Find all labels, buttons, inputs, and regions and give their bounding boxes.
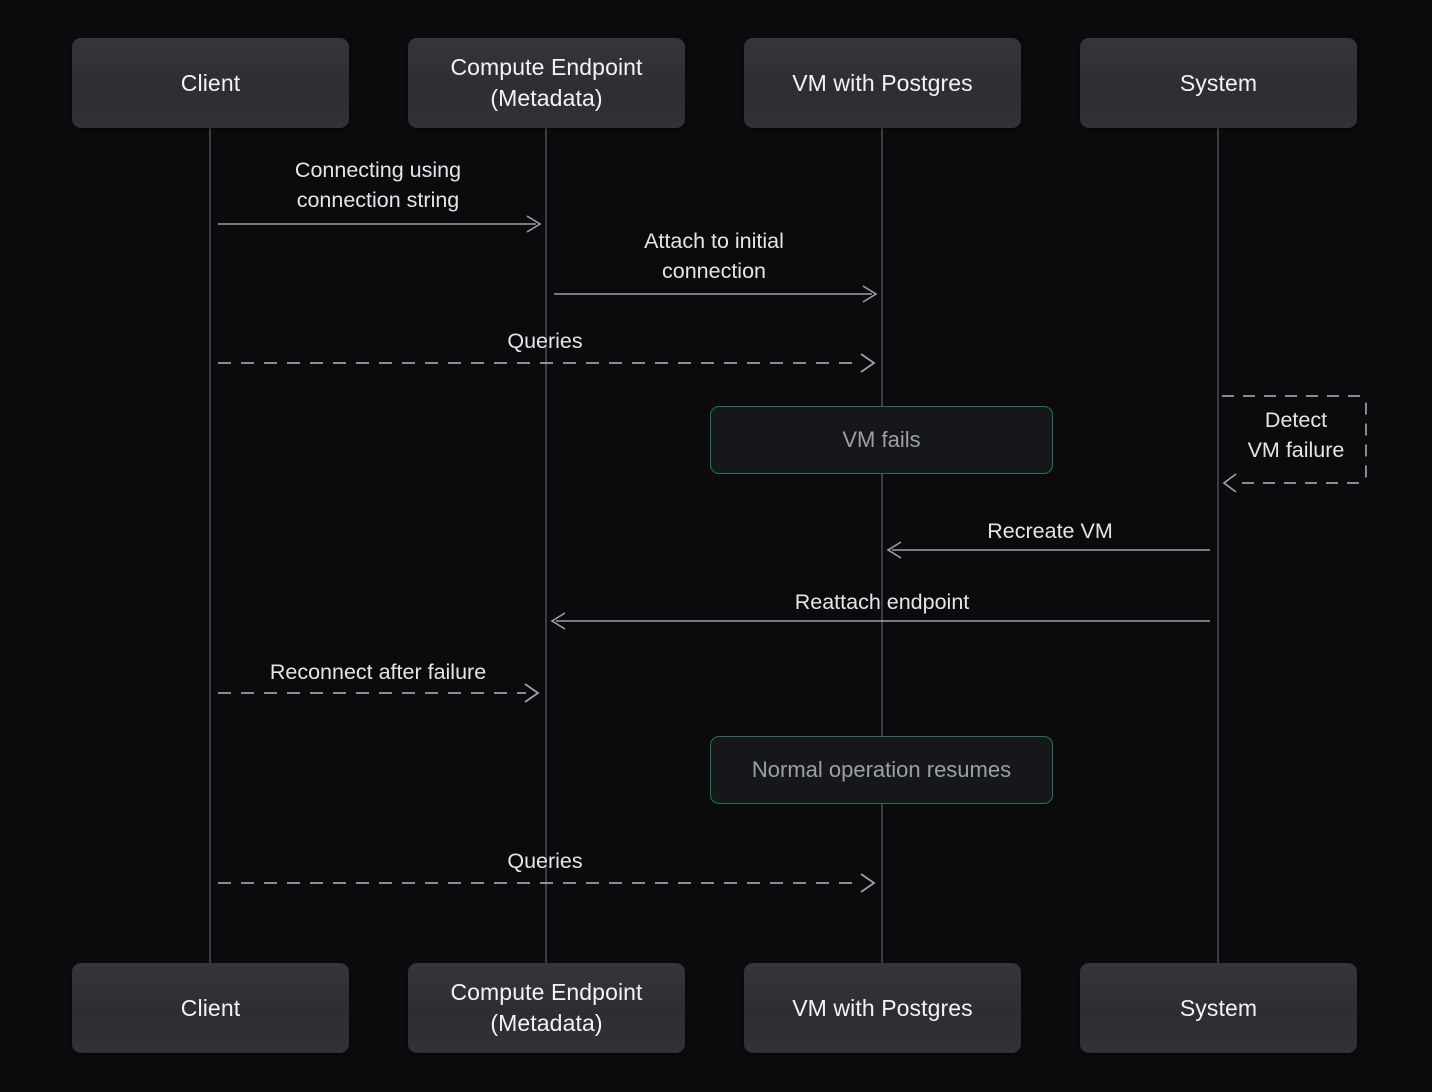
arrow-attach-to-initial-connection [554, 285, 878, 303]
message-label-reconnect-after-failure: Reconnect after failure [269, 660, 487, 684]
participant-client-top[interactable]: Client [72, 38, 349, 128]
lifeline-endpoint [545, 128, 547, 966]
message-label-attach-to-initial-connection: Attach to initial connection [644, 229, 784, 283]
participant-vm-top[interactable]: VM with Postgres [744, 38, 1021, 128]
participant-system-top[interactable]: System [1080, 38, 1357, 128]
participant-client-bottom[interactable]: Client [72, 963, 349, 1053]
participant-label: Client [180, 69, 241, 96]
note-normal-operation-resumes: Normal operation resumes [710, 736, 1053, 804]
participant-label: Compute Endpoint (Metadata) [450, 54, 643, 111]
participant-endpoint-bottom[interactable]: Compute Endpoint (Metadata) [408, 963, 685, 1053]
participant-label: Client [180, 994, 241, 1021]
note-label: VM fails [842, 427, 921, 452]
message-label-reattach-endpoint: Reattach endpoint [794, 590, 970, 614]
participant-label: Compute Endpoint (Metadata) [450, 979, 643, 1036]
lifeline-system [1217, 128, 1219, 966]
message-label-connecting-using-connection-string: Connecting using connection string [294, 158, 462, 212]
participant-system-bottom[interactable]: System [1080, 963, 1357, 1053]
note-vm-fails: VM fails [710, 406, 1053, 474]
participant-endpoint-top[interactable]: Compute Endpoint (Metadata) [408, 38, 685, 128]
participant-label: System [1179, 994, 1258, 1021]
participant-label: VM with Postgres [792, 994, 973, 1021]
message-label-queries-2: Queries [507, 849, 583, 873]
message-label-detect-vm-failure: Detect VM failure [1247, 408, 1345, 462]
note-label: Normal operation resumes [751, 757, 1012, 782]
message-label-queries-1: Queries [507, 329, 583, 353]
arrow-connecting-using-connection-string [218, 215, 542, 233]
lifeline-vm [881, 128, 883, 966]
participant-label: System [1179, 69, 1258, 96]
participant-vm-bottom[interactable]: VM with Postgres [744, 963, 1021, 1053]
lifeline-client [209, 128, 211, 966]
participant-label: VM with Postgres [792, 69, 973, 96]
message-label-recreate-vm: Recreate VM [987, 519, 1113, 543]
